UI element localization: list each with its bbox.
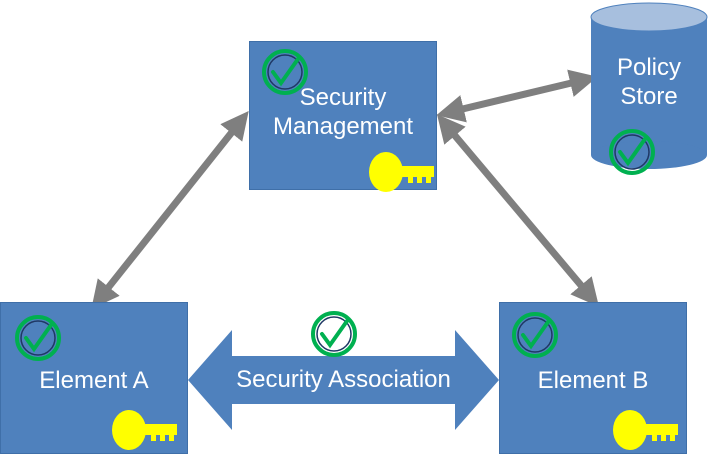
- policy-store-label: Policy Store: [616, 54, 682, 110]
- element-b-label: Element B: [537, 367, 649, 394]
- arrow-mgmt-element-a: [91, 111, 249, 309]
- element-a-box: Element A: [0, 302, 188, 454]
- element-a-label: Element A: [39, 367, 149, 394]
- security-management-box: Security Management: [249, 41, 437, 190]
- security-association-label: Security Association: [236, 366, 451, 393]
- security-management-label: Security Management: [272, 84, 414, 140]
- arrow-mgmt-element-b: [436, 114, 600, 307]
- arrow-mgmt-policy-store: [436, 69, 598, 123]
- element-b-box: Element B: [499, 302, 687, 454]
